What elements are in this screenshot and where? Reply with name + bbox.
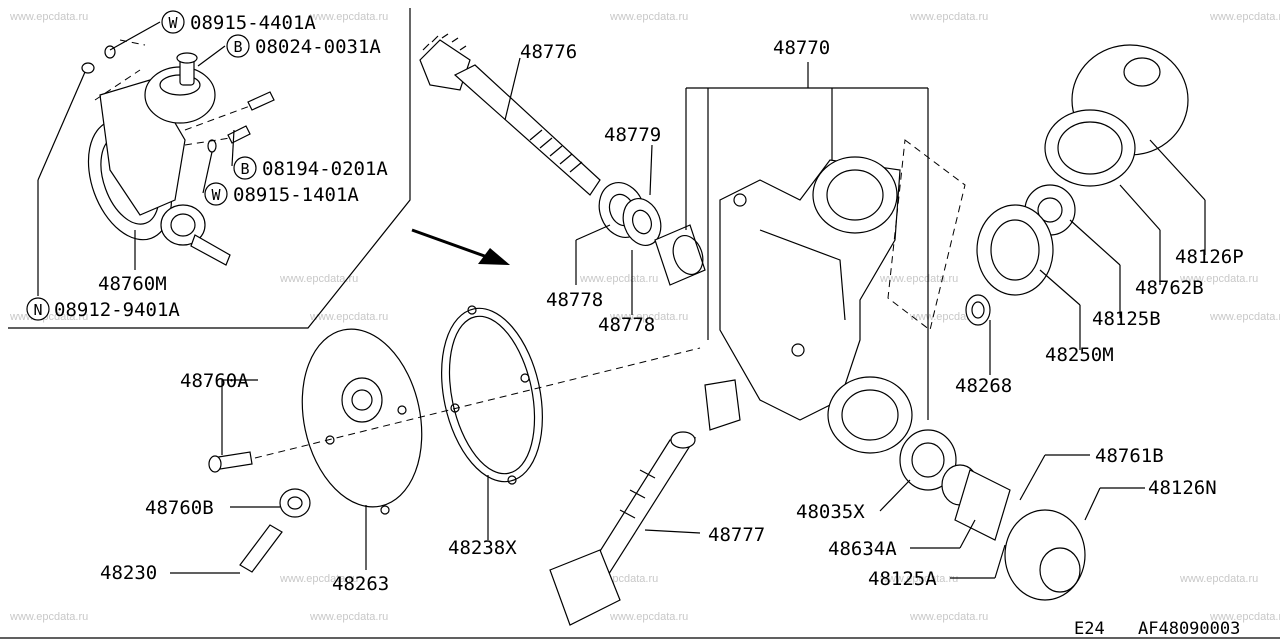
watermark-text: www.epcdata.ru — [879, 573, 958, 585]
inset-frame — [8, 8, 411, 329]
label-48230: 48230 — [100, 562, 157, 584]
parts-upper-right — [965, 44, 1189, 326]
watermark-text: www.epcdata.ru — [879, 273, 958, 285]
callout-circle — [204, 182, 228, 206]
label-48250m: 48250M — [1045, 344, 1114, 366]
label-48779: 48779 — [604, 124, 661, 146]
inset-assembly — [81, 39, 275, 266]
callout-prefix: N — [33, 301, 42, 319]
callout-prefix: W — [168, 14, 178, 32]
label-48762b: 48762B — [1135, 277, 1204, 299]
callout-w-08915-1401a: W 08915-1401A — [204, 182, 359, 206]
watermark-text: www.epcdata.ru — [309, 611, 388, 623]
label-48761b: 48761B — [1095, 445, 1164, 467]
label-48777: 48777 — [708, 524, 765, 546]
leader-48770 — [685, 62, 929, 420]
label-48126n: 48126N — [1148, 477, 1217, 499]
parts-lower-right — [899, 429, 1086, 601]
label-48634a: 48634A — [828, 538, 897, 560]
label-48760a: 48760A — [180, 370, 249, 392]
callout-prefix: B — [233, 38, 242, 56]
watermark-text: www.epcdata.ru — [609, 611, 688, 623]
callout-n-08912-9401a: N 08912-9401A — [26, 297, 180, 321]
label-48126p: 48126P — [1175, 246, 1244, 268]
label-48125b: 48125B — [1092, 308, 1161, 330]
callout-number: 08915-1401A — [233, 184, 359, 206]
callout-prefix: B — [240, 160, 249, 178]
callout-b-08194-0201a: B 08194-0201A — [233, 156, 388, 180]
watermark-text: www.epcdata.ru — [309, 311, 388, 323]
label-48035x: 48035X — [796, 501, 865, 523]
watermark-text: www.epcdata.ru — [609, 311, 688, 323]
parts-lower-left — [208, 305, 701, 573]
label-48268: 48268 — [955, 375, 1012, 397]
watermark-text: www.epcdata.ru — [1209, 611, 1280, 623]
direction-arrow — [411, 228, 510, 265]
label-48238x: 48238X — [448, 537, 517, 559]
watermark-text: www.epcdata.ru — [579, 273, 658, 285]
callout-w-08915-4401a: W 08915-4401A — [161, 10, 316, 34]
footer-section-code: E24 — [1074, 619, 1105, 639]
bearings-upper — [598, 182, 706, 286]
watermark-text: www.epcdata.ru — [279, 573, 358, 585]
callout-number: 08194-0201A — [262, 158, 388, 180]
watermark-text: www.epcdata.ru — [309, 11, 388, 23]
watermark-text: www.epcdata.ru — [909, 611, 988, 623]
part-48770-housing — [719, 139, 966, 454]
watermark-text: www.epcdata.ru — [9, 611, 88, 623]
watermark-text: www.epcdata.ru — [9, 11, 88, 23]
label-48778-a: 48778 — [546, 289, 603, 311]
label-48776: 48776 — [520, 41, 577, 63]
callout-circle — [161, 10, 185, 34]
callout-circle — [233, 156, 257, 180]
callout-number: 08912-9401A — [54, 299, 180, 321]
watermark-text: www.epcdata.ru — [1209, 311, 1280, 323]
label-48778-b: 48778 — [598, 314, 655, 336]
callout-b-08024-0031a: B 08024-0031A — [226, 34, 381, 58]
part-48777-shaft — [549, 379, 741, 626]
watermark-text: www.epcdata.ru — [609, 11, 688, 23]
label-48760m: 48760M — [98, 273, 167, 295]
watermark-text: www.epcdata.ru — [1179, 573, 1258, 585]
leaders — [37, 21, 1206, 579]
watermark-text: www.epcdata.ru — [279, 273, 358, 285]
callout-number: 08915-4401A — [190, 12, 316, 34]
footer-figure-code: AF48090003 — [1138, 619, 1240, 639]
watermarks: www.epcdata.ru www.epcdata.ru www.epcdata.… — [9, 11, 1280, 623]
part-48776-shaft — [419, 33, 601, 196]
watermark-text: www.epcdata.ru — [909, 11, 988, 23]
label-48125a: 48125A — [868, 568, 937, 590]
watermark-text: www.epcdata.ru — [1179, 273, 1258, 285]
callout-circle — [226, 34, 250, 58]
label-48760b: 48760B — [145, 497, 214, 519]
part-labels: 48760M 48776 48779 48778 48778 48770 481… — [98, 37, 1244, 595]
callout-prefix: W — [211, 186, 221, 204]
callout-number: 08024-0031A — [255, 36, 381, 58]
label-48770: 48770 — [773, 37, 830, 59]
watermark-text: www.epcdata.ru — [1209, 11, 1280, 23]
callout-circle — [26, 297, 50, 321]
label-48263: 48263 — [332, 573, 389, 595]
